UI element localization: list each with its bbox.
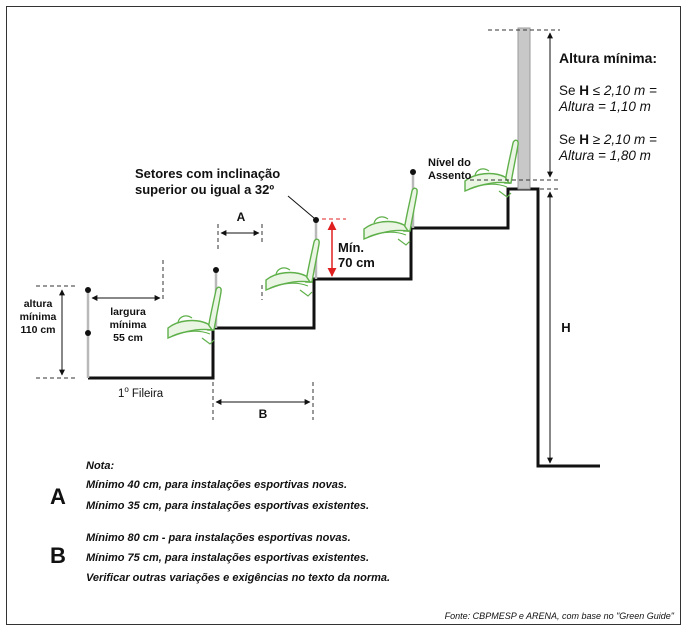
note-b-letter: B [50, 543, 66, 568]
altura-case2-condition: Se H ≥ 2,10 m = [559, 132, 657, 147]
dimension-b-label: B [259, 407, 268, 421]
largura-label-value: 55 cm [113, 332, 143, 344]
note-a-letter: A [50, 484, 66, 509]
stairs-profile [88, 187, 600, 468]
diagram-labels: altura mínima 110 cm largura mínima 55 c… [20, 157, 571, 421]
nivel-label-line2: Assento [428, 170, 472, 182]
altura-case2-result: Altura = 1,80 m [558, 148, 651, 163]
first-row-text: Fileira [132, 388, 164, 400]
source-caption: Fonte: CBPMESP e ARENA, com base no "Gre… [445, 611, 675, 621]
guardrail-poles [85, 27, 531, 378]
setores-label-line2: superior ou igual a 32º [135, 182, 274, 197]
altura-case1-result: Altura = 1,10 m [558, 99, 651, 114]
note-b-line3: Verificar outras variações e exigências … [86, 572, 390, 584]
dimension-a-label: A [237, 210, 246, 224]
figure-frame [6, 6, 681, 625]
setores-label-line1: Setores com inclinação [135, 166, 280, 181]
dimension-arrows [59, 32, 553, 464]
seat-row-2 [265, 238, 320, 297]
altura-label-value: 110 cm [20, 324, 55, 336]
note-a-line2: Mínimo 35 cm, para instalações esportiva… [86, 500, 369, 512]
altura-case1-condition: Se H ≤ 2,10 m = [559, 83, 657, 98]
guide-lines [36, 29, 560, 420]
min-height-label-line2: 70 cm [338, 255, 375, 270]
first-row-ordinal: o [124, 385, 129, 394]
altura-minima-panel: Altura mínima: Se H ≤ 2,10 m = Altura = … [558, 50, 657, 163]
altura-label-min: mínima [20, 311, 57, 323]
notes-section: Nota: A Mínimo 40 cm, para instalações e… [50, 460, 390, 584]
altura-label-title: altura [24, 298, 53, 310]
largura-label-min: mínima [110, 319, 147, 331]
altura-panel-title: Altura mínima: [559, 50, 657, 66]
note-a-line1: Mínimo 40 cm, para instalações esportiva… [86, 479, 347, 491]
largura-label-title: largura [110, 306, 146, 318]
nota-heading: Nota: [86, 460, 114, 472]
note-b-line1: Mínimo 80 cm - para instalações esportiv… [86, 532, 351, 544]
min-height-label-line1: Mín. [338, 240, 364, 255]
nivel-label-line1: Nível do [428, 157, 471, 169]
note-b-line2: Mínimo 75 cm, para instalações esportiva… [86, 552, 369, 564]
dimension-h-label: H [561, 320, 570, 335]
first-row-number: 1 [118, 388, 124, 400]
seat-row-3 [363, 187, 418, 246]
